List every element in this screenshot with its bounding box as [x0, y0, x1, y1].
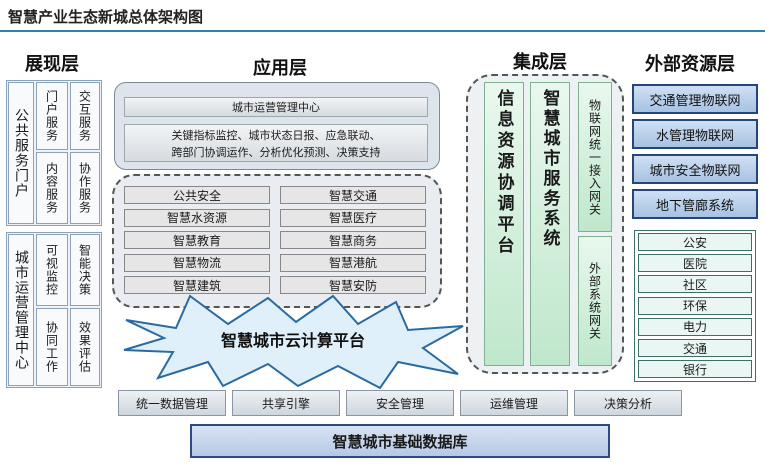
external-gateway-column: 外部系统网关 [578, 236, 612, 366]
department-item: 银行 [638, 360, 752, 379]
app-item: 智慧商务 [280, 231, 426, 249]
header-external-layer: 外部资源层 [645, 54, 735, 75]
department-item: 社区 [638, 275, 752, 294]
iot-network-item: 地下管廊系统 [632, 189, 758, 219]
header-display-layer: 展现层 [25, 54, 79, 75]
header-integration-layer: 集成层 [513, 52, 567, 73]
app-item: 智慧医疗 [280, 208, 426, 227]
cloud-platform-burst [123, 294, 464, 390]
iot-network-item: 水管理物联网 [632, 119, 758, 149]
department-item: 电力 [638, 317, 752, 336]
collaboration-service-cell: 协作服务 [70, 152, 100, 224]
app-item: 智慧物流 [124, 253, 270, 272]
department-item: 医院 [638, 254, 752, 273]
app-item: 公共安全 [124, 186, 270, 204]
bottom-service-item: 决策分析 [574, 390, 682, 416]
department-list: 公安医院社区环保电力交通银行 [638, 233, 752, 381]
department-item: 环保 [638, 296, 752, 315]
base-database-box: 智慧城市基础数据库 [190, 424, 610, 458]
content-service-cell: 内容服务 [36, 152, 68, 224]
ops-center-desc-line-1: 关键指标监控、城市状态日报、应急联动、 [171, 129, 381, 142]
public-portal-label: 公共服务门户 [8, 82, 34, 224]
cloud-burst-shape [123, 294, 464, 390]
bottom-services-row: 统一数据管理共享引擎安全管理运维管理决策分析 [118, 390, 688, 416]
page-title: 智慧产业生态新城总体架构图 [8, 8, 204, 26]
title-divider [0, 30, 765, 32]
smart-decision-cell: 智能决策 [70, 234, 100, 306]
app-item: 智慧教育 [124, 231, 270, 249]
bottom-service-item: 统一数据管理 [118, 390, 226, 416]
department-item: 公安 [638, 233, 752, 251]
portal-service-cell: 门户服务 [36, 82, 68, 150]
service-system-column: 智慧城市服务系统 [530, 82, 570, 366]
interaction-service-cell: 交互服务 [70, 82, 100, 150]
app-item: 智慧安防 [280, 276, 426, 294]
smart-apps-grid: 公共安全智慧交通智慧水资源智慧医疗智慧教育智慧商务智慧物流智慧港航智慧建筑智慧安… [124, 186, 430, 298]
collab-work-cell: 协同工作 [36, 308, 68, 386]
app-item: 智慧水资源 [124, 208, 270, 227]
iot-network-item: 城市安全物联网 [632, 154, 758, 184]
ops-center-desc-box: 关键指标监控、城市状态日报、应急联动、 跨部门协调运作、分析优化预测、决策支持 [124, 124, 428, 162]
bottom-service-item: 安全管理 [346, 390, 454, 416]
cloud-platform-label: 智慧城市云计算平台 [220, 331, 365, 350]
ops-center-title-box: 城市运营管理中心 [124, 97, 428, 117]
info-platform-column: 信息资源协调平台 [484, 82, 524, 366]
bottom-service-item: 共享引擎 [232, 390, 340, 416]
visual-monitoring-cell: 可视监控 [36, 234, 68, 306]
department-item: 交通 [638, 339, 752, 357]
iot-network-list: 交通管理物联网水管理物联网城市安全物联网地下管廊系统 [632, 84, 758, 224]
app-item: 智慧交通 [280, 186, 426, 204]
header-application-layer: 应用层 [253, 58, 307, 79]
app-item: 智慧建筑 [124, 276, 270, 294]
ops-center-label: 城市运营管理中心 [8, 234, 34, 386]
iot-gateway-column: 物联网统一接入网关 [578, 82, 612, 232]
iot-network-item: 交通管理物联网 [632, 84, 758, 114]
effect-evaluation-cell: 效果评估 [70, 308, 100, 386]
ops-center-desc-line-2: 跨部门协调运作、分析优化预测、决策支持 [171, 146, 381, 159]
app-item: 智慧港航 [280, 253, 426, 272]
bottom-service-item: 运维管理 [460, 390, 568, 416]
